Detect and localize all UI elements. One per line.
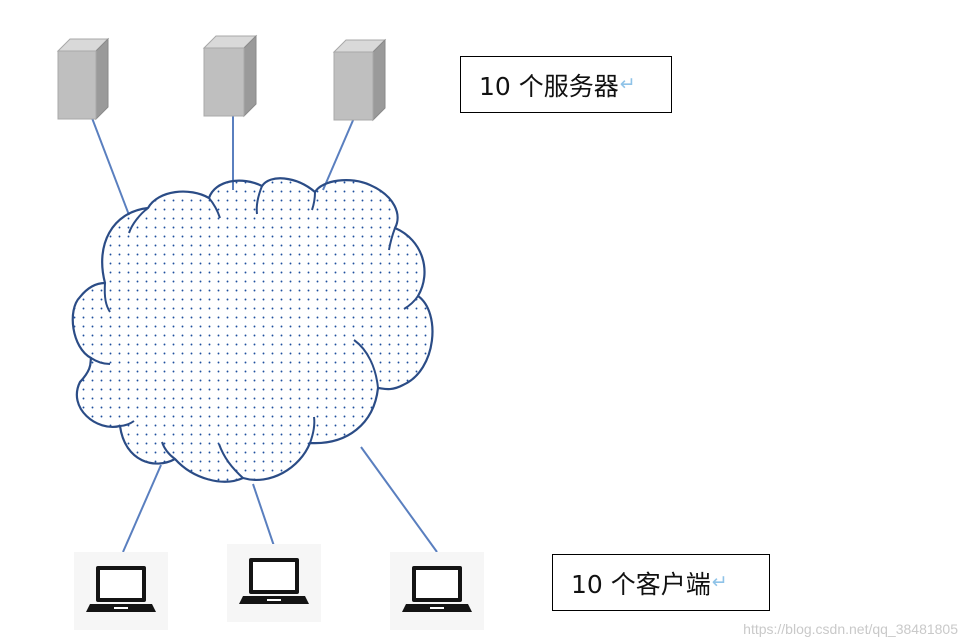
laptop-screen-inner — [100, 570, 142, 598]
link-server-1 — [91, 117, 130, 216]
server-icon — [56, 37, 110, 121]
laptop-trackpad — [430, 607, 444, 609]
cloud-arc-7 — [403, 295, 419, 310]
server-icon — [202, 34, 258, 118]
link-client-1 — [122, 464, 162, 553]
link-client-3 — [360, 446, 438, 553]
cloud-arc-10 — [218, 443, 244, 479]
cloud-shape — [71, 177, 434, 483]
cloud-arc-8 — [353, 339, 379, 389]
server-front — [203, 47, 245, 117]
server-icon — [332, 38, 387, 122]
server-side — [372, 38, 386, 122]
cloud-arc-2 — [128, 207, 149, 234]
watermark: https://blog.csdn.net/qq_38481805 — [743, 621, 958, 637]
link-server-3 — [322, 117, 355, 191]
laptop-screen-inner — [416, 570, 458, 598]
server-front — [57, 50, 97, 120]
laptop-screen-inner — [253, 562, 295, 590]
clients-label-text: 10 个客户端 — [571, 569, 711, 599]
server-side — [95, 37, 109, 121]
cloud-arc-3 — [208, 197, 221, 219]
laptop-icon — [390, 552, 484, 630]
cloud-arc-9 — [309, 416, 316, 444]
cloud-arc-4 — [255, 185, 263, 215]
servers-label-text: 10 个服务器 — [479, 71, 619, 101]
cloud-arc-13 — [90, 357, 111, 365]
cloud-icon — [71, 177, 434, 483]
laptop-trackpad — [114, 607, 128, 609]
server-front — [333, 51, 374, 121]
return-mark-icon: ↵ — [619, 72, 636, 95]
laptop-icon — [74, 552, 168, 630]
cloud-arc-1 — [103, 282, 111, 313]
clients-label-box: 10 个客户端↵ — [552, 554, 770, 611]
server-side — [243, 34, 257, 118]
laptop-trackpad — [267, 599, 281, 601]
return-mark-icon: ↵ — [711, 570, 728, 593]
cloud-arc-6 — [388, 227, 396, 251]
servers-label-box: 10 个服务器↵ — [460, 56, 672, 113]
cloud-arc-12 — [119, 420, 135, 427]
cloud-arc-5 — [311, 191, 316, 211]
laptop-icon — [227, 544, 321, 622]
cloud-arc-11 — [161, 441, 176, 460]
link-client-2 — [252, 483, 275, 547]
